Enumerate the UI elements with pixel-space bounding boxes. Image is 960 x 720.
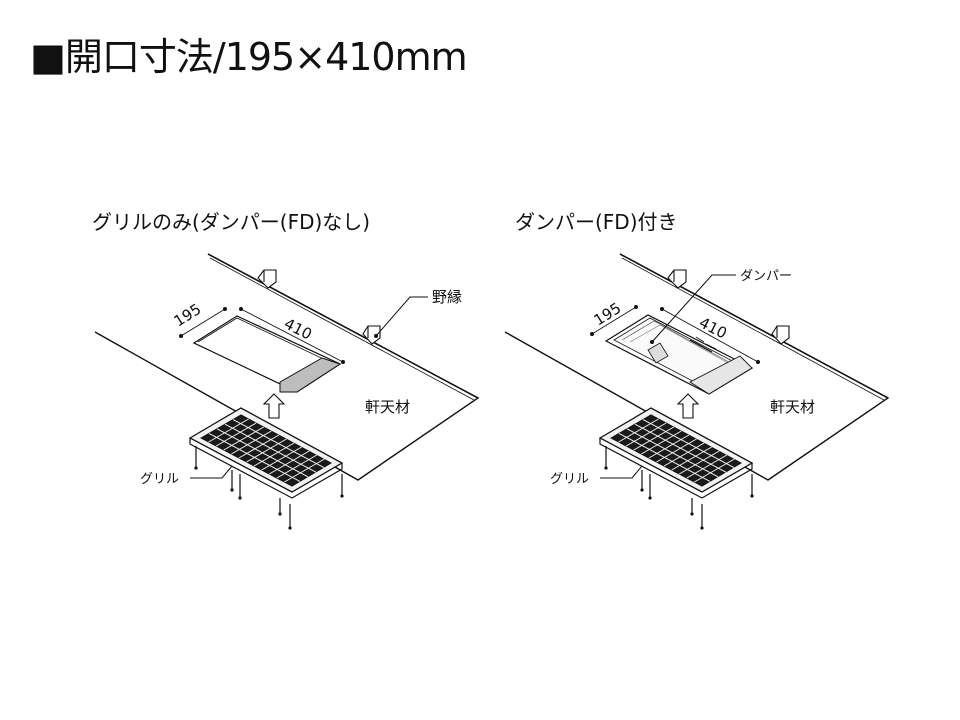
joist-bracket bbox=[667, 269, 790, 345]
grille-label: グリル bbox=[550, 472, 589, 487]
screws bbox=[195, 446, 343, 528]
nobuchi-label: 野縁 bbox=[432, 288, 462, 306]
screws bbox=[605, 446, 753, 528]
grille-unit bbox=[188, 407, 344, 499]
grille-unit bbox=[598, 407, 754, 499]
right-diagram: ダンパー 195 410 軒天材 bbox=[504, 253, 890, 530]
ceiling-label: 軒天材 bbox=[770, 398, 815, 416]
damper-label: ダンパー bbox=[740, 269, 792, 284]
arrow-up-icon bbox=[676, 393, 700, 419]
dimension-lines bbox=[590, 305, 760, 364]
ceiling-opening bbox=[192, 315, 342, 393]
arrow-up-icon bbox=[262, 393, 286, 419]
page-title: ■開口寸法/195×410mm bbox=[30, 35, 468, 79]
grille-mesh bbox=[208, 418, 325, 483]
left-diagram: 野縁 195 410 軒天材 bbox=[94, 253, 480, 530]
grille-label: グリル bbox=[140, 472, 179, 487]
dimension-lines bbox=[179, 307, 345, 364]
right-panel-heading: ダンパー(FD)付き bbox=[515, 210, 678, 234]
damper-unit bbox=[604, 314, 754, 395]
left-panel-heading: グリルのみ(ダンパー(FD)なし) bbox=[92, 210, 371, 234]
grille-mesh bbox=[618, 418, 735, 483]
ceiling-label: 軒天材 bbox=[365, 398, 410, 416]
